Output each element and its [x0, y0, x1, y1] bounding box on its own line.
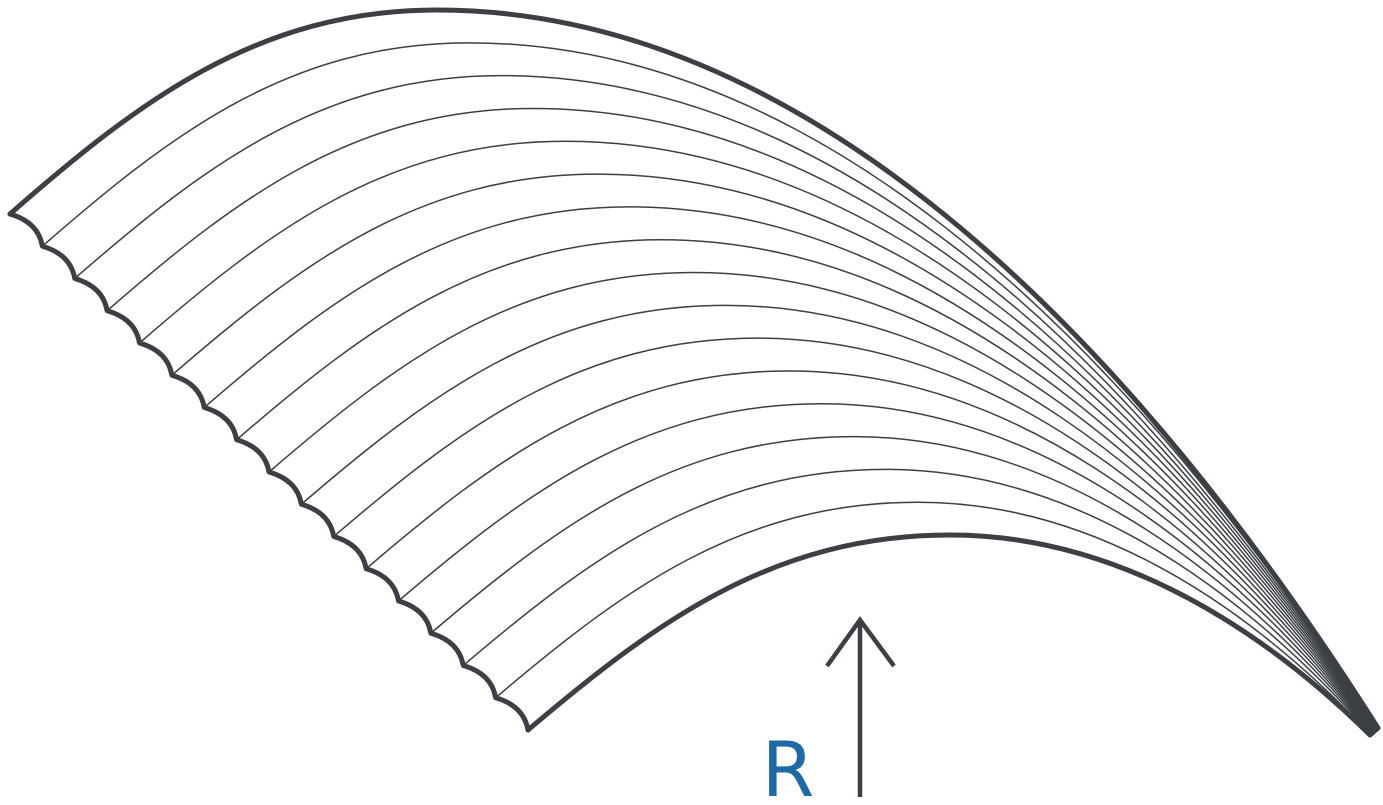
radius-arrow-head — [825, 616, 896, 668]
rib-line — [495, 501, 1372, 736]
rib-line — [268, 271, 1375, 732]
corrugation-ribs — [41, 42, 1379, 736]
outer-arc-edge — [7, 7, 1381, 731]
rib-line — [333, 337, 1374, 733]
rib-line — [365, 370, 1374, 734]
rib-line — [203, 206, 1376, 732]
rib-line — [106, 107, 1378, 730]
rib-line — [41, 42, 1379, 729]
rib-line — [171, 173, 1377, 731]
right-end-edge — [1367, 725, 1381, 738]
rib-line — [430, 435, 1373, 735]
rib-line — [74, 74, 1378, 730]
radius-arrow — [825, 616, 896, 797]
rib-line — [236, 238, 1376, 732]
corrugated-profile-edge — [7, 211, 531, 733]
inner-arc-edge — [525, 532, 1373, 738]
rib-line — [398, 402, 1373, 734]
rib-line — [462, 468, 1372, 735]
rib-line — [139, 140, 1377, 731]
radius-label: R — [762, 725, 815, 805]
rib-line — [300, 304, 1375, 733]
